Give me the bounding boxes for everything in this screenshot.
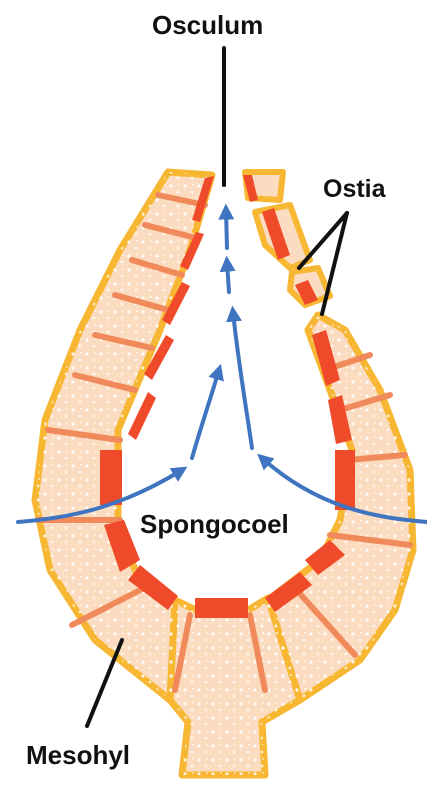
flow-arrow-left-rise (192, 370, 219, 458)
mesohyl-label: Mesohyl (26, 740, 130, 771)
flow-arrow-top (226, 210, 227, 248)
flow-arrow-right-rise (233, 312, 252, 448)
sponge-body-wall (35, 172, 413, 775)
mesohyl-leader-line (87, 640, 122, 726)
flow-arrow-mid (227, 262, 229, 292)
ostia-label: Ostia (323, 175, 386, 204)
spongocoel-label: Spongocoel (140, 509, 289, 540)
osculum-label: Osculum (152, 10, 263, 41)
